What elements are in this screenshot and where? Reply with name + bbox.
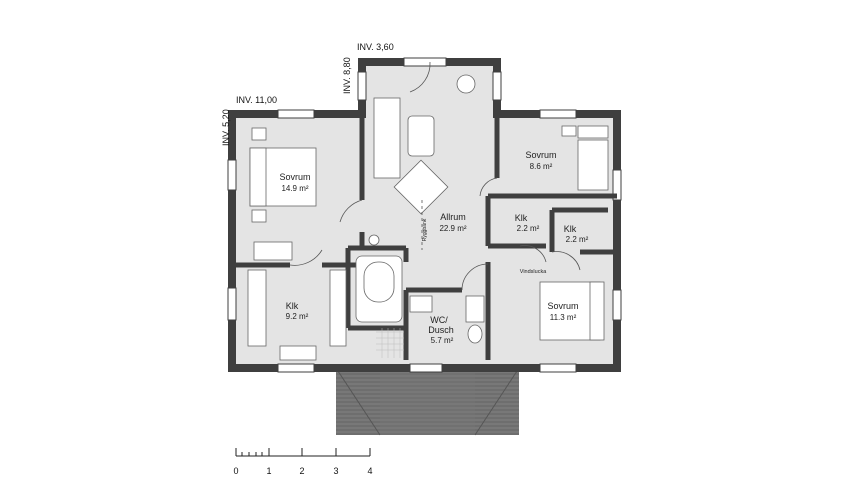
room-labels: Sovrum 14.9 m² Sovrum 8.6 m² Allrum 22.9…: [279, 150, 588, 345]
annotation-vindslucka: Vindslucka: [520, 269, 547, 275]
room-area-klk-b: 2.2 m²: [566, 235, 589, 244]
scale-bar-labels: 0 1 2 3 4: [233, 466, 372, 476]
doors: [289, 61, 581, 291]
windows: [227, 57, 622, 373]
room-name-sovrum-left: Sovrum: [279, 172, 310, 182]
dimension-labels: INV. 3,60 INV. 8,80 INV. 11,00 INV. 5,20: [221, 42, 394, 146]
scale-tick-2: 2: [299, 466, 304, 476]
interior-walls: [232, 114, 617, 360]
scale-tick-1: 1: [266, 466, 271, 476]
dim-top-side: INV. 8,80: [342, 57, 352, 94]
scale-tick-4: 4: [367, 466, 372, 476]
room-area-allrum: 22.9 m²: [439, 224, 466, 233]
floor-fill: [232, 62, 617, 368]
room-area-sovrum-top-right: 8.6 m²: [530, 162, 553, 171]
room-name-wc-line1: WC/: [430, 315, 448, 325]
room-name-sovrum-bottom-right: Sovrum: [547, 301, 578, 311]
room-name-allrum: Allrum: [440, 212, 466, 222]
dim-top: INV. 3,60: [357, 42, 394, 52]
room-area-wc: 5.7 m²: [431, 336, 454, 345]
scale-bar: [235, 448, 371, 457]
room-area-klk-large: 9.2 m²: [286, 312, 309, 321]
annotation-ryggbank: Ryggbänk: [422, 218, 428, 241]
shower-tiles: [376, 328, 404, 358]
dim-left-side: INV. 5,20: [221, 109, 231, 146]
porch-roof: [335, 367, 520, 436]
room-area-sovrum-left: 14.9 m²: [281, 184, 308, 193]
room-name-wc-line2: Dusch: [428, 325, 454, 335]
scale-tick-0: 0: [233, 466, 238, 476]
room-area-sovrum-bottom-right: 11.3 m²: [550, 313, 577, 322]
room-name-sovrum-top-right: Sovrum: [525, 150, 556, 160]
dim-left-top: INV. 11,00: [236, 95, 277, 105]
room-name-klk-large: Klk: [286, 301, 299, 311]
furniture: [247, 74, 609, 361]
room-name-klk-a: Klk: [515, 213, 528, 223]
room-area-klk-a: 2.2 m²: [517, 224, 540, 233]
scale-tick-3: 3: [333, 466, 338, 476]
room-name-klk-b: Klk: [564, 224, 577, 234]
